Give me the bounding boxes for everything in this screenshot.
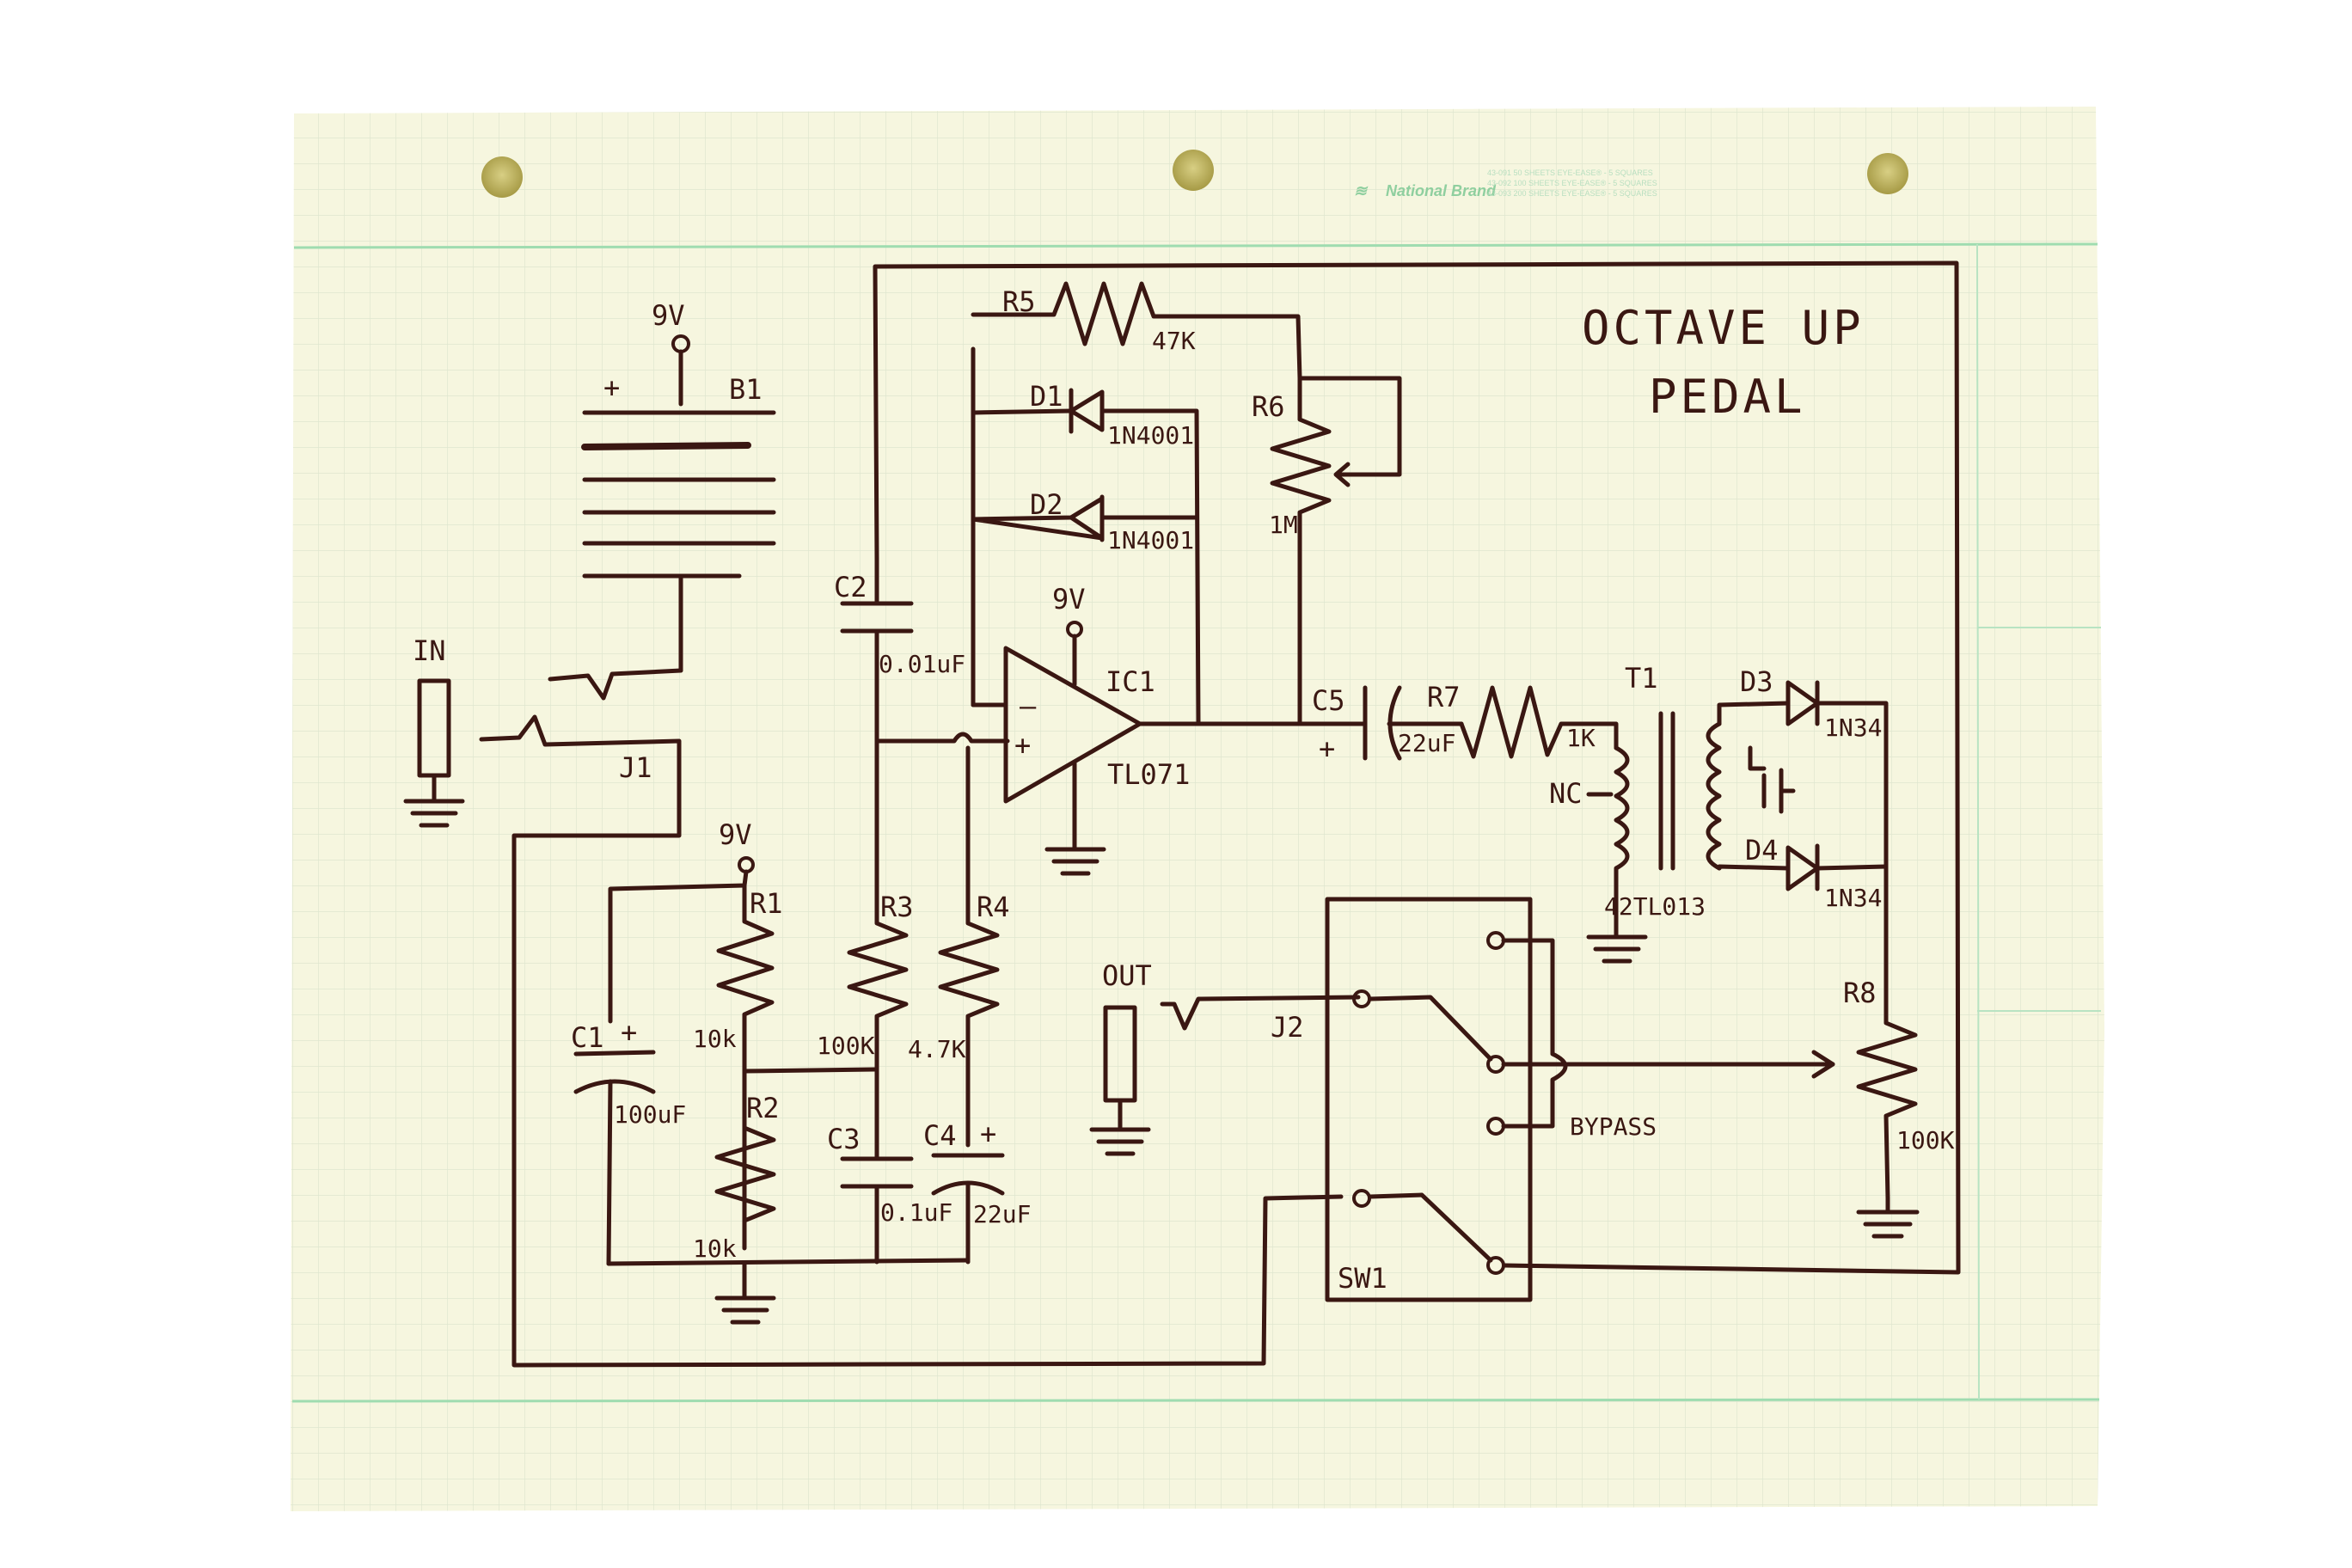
t1-nc: NC xyxy=(1549,777,1583,810)
output-jack-j2: OUT J2 xyxy=(1089,959,1361,1156)
output-jack-ref: J2 xyxy=(1271,1011,1304,1044)
d3-part: 1N34 xyxy=(1824,714,1882,742)
r3-value: 100K xyxy=(817,1032,875,1060)
bypass-label: BYPASS xyxy=(1570,1112,1657,1141)
c4-ref: C4 xyxy=(923,1119,957,1152)
c3-value: 0.1uF xyxy=(880,1198,952,1227)
brand-line: 43-092 100 SHEETS EYE-EASE® - 5 SQUARES xyxy=(1487,179,1657,187)
title-line-2: PEDAL xyxy=(1649,370,1806,424)
binder-hole-middle xyxy=(1173,150,1214,191)
d2-ref: D2 xyxy=(1030,488,1063,521)
r6-ref: R6 xyxy=(1252,390,1285,423)
schematic-title: OCTAVE UP PEDAL xyxy=(1582,301,1865,424)
r8-value: 100K xyxy=(1896,1126,1955,1155)
opamp-plus: + xyxy=(1014,729,1031,762)
battery-b1: 9V + B1 xyxy=(581,299,776,673)
c1-plus: + xyxy=(621,1016,637,1049)
r4-value: 4.7K xyxy=(908,1035,966,1063)
t1-ref: T1 xyxy=(1625,662,1658,695)
opamp-part: TL071 xyxy=(1107,758,1190,791)
feedback-network: R5 47K D1 1N4001 D2 1N4001 R6 1M xyxy=(971,281,1402,726)
c4-value: 22uF xyxy=(973,1200,1031,1228)
binder-hole-left xyxy=(481,156,523,198)
opamp-ic1: – + 9V IC1 TL071 xyxy=(971,346,1368,876)
c5-ref: C5 xyxy=(1312,684,1345,717)
switch-ref: SW1 xyxy=(1338,1262,1387,1295)
c1-value: 100uF xyxy=(614,1100,686,1129)
battery-plus: + xyxy=(603,371,620,404)
c5-value: 22uF xyxy=(1398,729,1455,757)
output-label: OUT xyxy=(1102,959,1152,992)
brand-name: National Brand xyxy=(1386,182,1497,199)
d1-ref: D1 xyxy=(1030,380,1063,413)
r8-ref: R8 xyxy=(1843,977,1877,1009)
opamp-supply: 9V xyxy=(1052,583,1086,616)
brand-line: 43-091 50 SHEETS EYE-EASE® - 5 SQUARES xyxy=(1487,168,1653,177)
paper-brand: ≋ National Brand 43-091 50 SHEETS EYE-EA… xyxy=(1354,168,1657,199)
coupling-network: C2 0.01uF R3 100K R4 4.7K C3 0.1uF C4 + … xyxy=(817,556,1031,1265)
bias-supply: 9V xyxy=(719,818,752,851)
r1-ref: R1 xyxy=(750,887,783,920)
c4-plus: + xyxy=(980,1118,996,1150)
r2-value: 10k xyxy=(693,1234,737,1263)
t1-part: 42TL013 xyxy=(1604,892,1706,921)
d1-part: 1N4001 xyxy=(1107,421,1194,450)
brand-line: 43-093 200 SHEETS EYE-EASE® - 5 SQUARES xyxy=(1487,189,1657,198)
r3-ref: R3 xyxy=(880,891,914,923)
title-line-1: OCTAVE UP xyxy=(1582,301,1865,355)
r6-value: 1M xyxy=(1269,511,1298,539)
binder-hole-right xyxy=(1867,153,1908,194)
c2-value: 0.01uF xyxy=(879,650,965,678)
d3-ref: D3 xyxy=(1740,665,1773,698)
outer-frame-wire xyxy=(873,260,1961,1275)
input-jack-ref: J1 xyxy=(619,751,652,784)
c1-ref: C1 xyxy=(571,1021,604,1054)
r1-value: 10k xyxy=(693,1025,737,1053)
footswitch-sw1: SW1 BYPASS xyxy=(1325,897,1835,1302)
r4-ref: R4 xyxy=(977,891,1010,923)
battery-ref: B1 xyxy=(729,373,763,406)
battery-voltage: 9V xyxy=(652,299,685,332)
c5-plus: + xyxy=(1319,732,1335,765)
input-jack-j1: IN J1 xyxy=(403,634,1344,1368)
input-label: IN xyxy=(413,634,446,667)
d2-part: 1N4001 xyxy=(1107,526,1194,554)
c3-ref: C3 xyxy=(827,1123,861,1155)
opamp-ref: IC1 xyxy=(1106,665,1155,698)
bias-network: 9V R1 10k R2 10k C1 + 100uF xyxy=(571,818,971,1325)
r5-value: 47K xyxy=(1152,327,1196,355)
d4-part: 1N34 xyxy=(1824,884,1882,912)
c2-ref: C2 xyxy=(834,571,867,603)
d4-ref: D4 xyxy=(1745,834,1779,867)
r7-value: 1K xyxy=(1566,724,1596,752)
opamp-minus: – xyxy=(1020,689,1037,722)
brand-logo: ≋ xyxy=(1354,182,1369,199)
r7-ref: R7 xyxy=(1427,681,1461,714)
octave-rectifier: C5 + R7 22uF 1K T1 NC 42TL013 D3 1N34 D4 xyxy=(1312,662,1955,1239)
r2-ref: R2 xyxy=(746,1092,780,1124)
